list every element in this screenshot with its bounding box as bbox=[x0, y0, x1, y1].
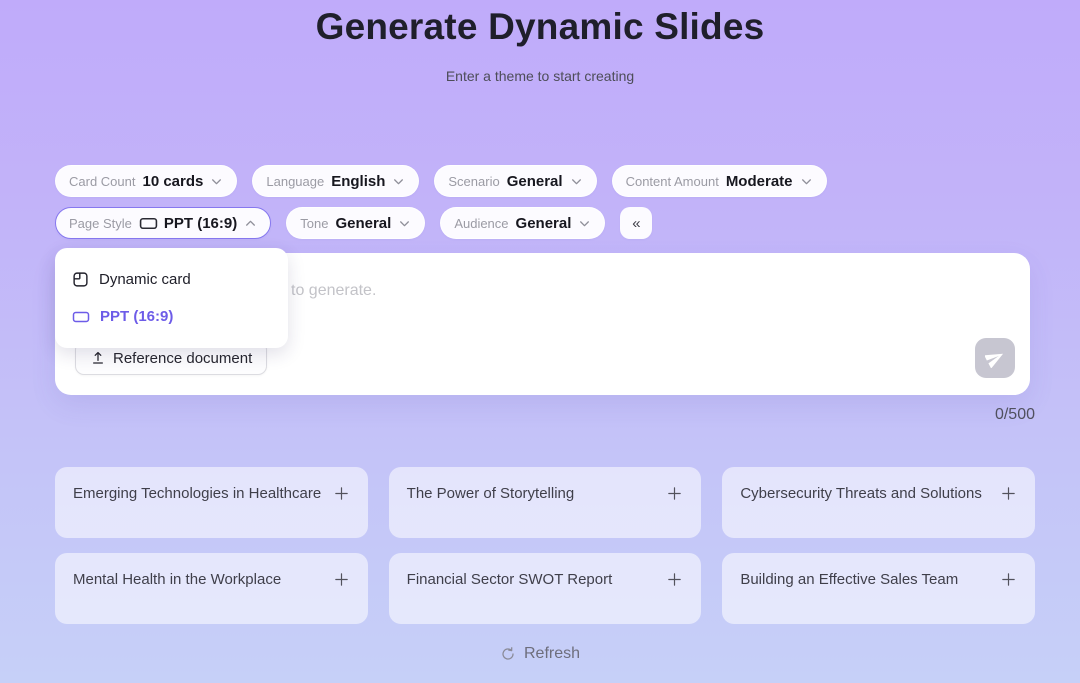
chip-label: Page Style bbox=[69, 215, 132, 231]
page-subtitle: Enter a theme to start creating bbox=[445, 68, 635, 84]
chip-value: English bbox=[331, 172, 386, 190]
suggestion-card[interactable]: Emerging Technologies in Healthcare bbox=[55, 467, 368, 538]
suggestion-text: Mental Health in the Workplace bbox=[73, 571, 282, 588]
filter-chip-page-style[interactable]: Page Style PPT (16:9) bbox=[55, 207, 272, 239]
chevron-down-icon bbox=[400, 220, 410, 226]
suggestion-text: Building an Effective Sales Team bbox=[740, 571, 959, 588]
dynamic-card-icon bbox=[73, 272, 88, 287]
page-style-dropdown: Dynamic card PPT (16:9) bbox=[55, 248, 288, 348]
suggestion-text: The Power of Storytelling bbox=[406, 485, 575, 502]
chip-label: Scenario bbox=[448, 173, 500, 189]
chip-value: General bbox=[335, 214, 392, 232]
double-chevron-left-icon: « bbox=[632, 214, 641, 232]
chip-label: Language bbox=[266, 173, 325, 189]
refresh-icon bbox=[502, 647, 514, 660]
suggestion-card[interactable]: Cybersecurity Threats and Solutions bbox=[722, 467, 1035, 538]
dropdown-option-ppt-16-9[interactable]: PPT (16:9) bbox=[55, 298, 288, 335]
chevron-down-icon bbox=[394, 178, 404, 184]
chevron-down-icon bbox=[571, 178, 581, 184]
suggestion-text: Cybersecurity Threats and Solutions bbox=[740, 485, 982, 502]
ppt-landscape-icon bbox=[72, 311, 90, 322]
chip-label: Tone bbox=[300, 215, 329, 231]
chip-label: Audience bbox=[454, 215, 509, 231]
filter-row-1: Card Count 10 cards Language English Sce… bbox=[55, 165, 1045, 197]
suggestion-card[interactable]: Mental Health in the Workplace bbox=[55, 553, 368, 624]
plus-icon bbox=[1002, 573, 1015, 586]
refresh-label: Refresh bbox=[523, 645, 581, 662]
filter-chip-tone[interactable]: Tone General bbox=[286, 207, 426, 239]
collapse-filters-button[interactable]: « bbox=[620, 207, 653, 239]
plus-icon bbox=[668, 487, 682, 500]
suggestion-text: Emerging Technologies in Healthcare bbox=[73, 485, 322, 502]
filter-row-2: Page Style PPT (16:9) Tone General Audie… bbox=[55, 207, 1045, 239]
plus-icon bbox=[334, 487, 348, 500]
send-button[interactable] bbox=[975, 338, 1015, 378]
plus-icon bbox=[334, 573, 348, 586]
suggestion-card[interactable]: The Power of Storytelling bbox=[388, 467, 702, 538]
upload-icon bbox=[93, 351, 103, 364]
filter-chip-language[interactable]: Language English bbox=[252, 165, 420, 197]
chevron-down-icon bbox=[580, 220, 590, 226]
paper-plane-icon bbox=[985, 353, 1004, 368]
dropdown-option-label: PPT (16:9) bbox=[100, 308, 174, 325]
suggestion-card[interactable]: Building an Effective Sales Team bbox=[722, 553, 1035, 624]
filter-chip-card-count[interactable]: Card Count 10 cards bbox=[55, 165, 238, 197]
refresh-button[interactable]: Refresh bbox=[0, 645, 1080, 663]
reference-document-label: Reference document bbox=[113, 349, 253, 367]
dropdown-option-label: Dynamic card bbox=[99, 271, 191, 288]
chip-value: General bbox=[515, 214, 572, 232]
filter-chip-scenario[interactable]: Scenario General bbox=[434, 165, 597, 197]
dropdown-option-dynamic-card[interactable]: Dynamic card bbox=[55, 261, 288, 298]
suggestion-grid: Emerging Technologies in Healthcare The … bbox=[55, 467, 1035, 624]
page-title: Generate Dynamic Slides bbox=[315, 6, 765, 47]
chip-value: General bbox=[506, 172, 563, 190]
filter-bar: Card Count 10 cards Language English Sce… bbox=[55, 165, 1045, 249]
suggestion-card[interactable]: Financial Sector SWOT Report bbox=[388, 553, 702, 624]
suggestion-text: Financial Sector SWOT Report bbox=[406, 571, 613, 588]
chevron-down-icon bbox=[801, 178, 811, 184]
chip-label: Card Count bbox=[69, 173, 136, 189]
chip-value: Moderate bbox=[725, 172, 793, 190]
filter-chip-audience[interactable]: Audience General bbox=[440, 207, 606, 239]
ppt-landscape-icon bbox=[139, 217, 158, 229]
chip-value: PPT (16:9) bbox=[163, 214, 238, 232]
chip-value: 10 cards bbox=[142, 172, 204, 190]
char-count: 0/500 bbox=[994, 406, 1035, 423]
filter-chip-content-amount[interactable]: Content Amount Moderate bbox=[611, 165, 827, 197]
chevron-down-icon bbox=[212, 178, 222, 184]
chevron-up-icon bbox=[246, 220, 256, 226]
plus-icon bbox=[1002, 487, 1015, 500]
chip-label: Content Amount bbox=[625, 173, 719, 189]
plus-icon bbox=[668, 573, 682, 586]
